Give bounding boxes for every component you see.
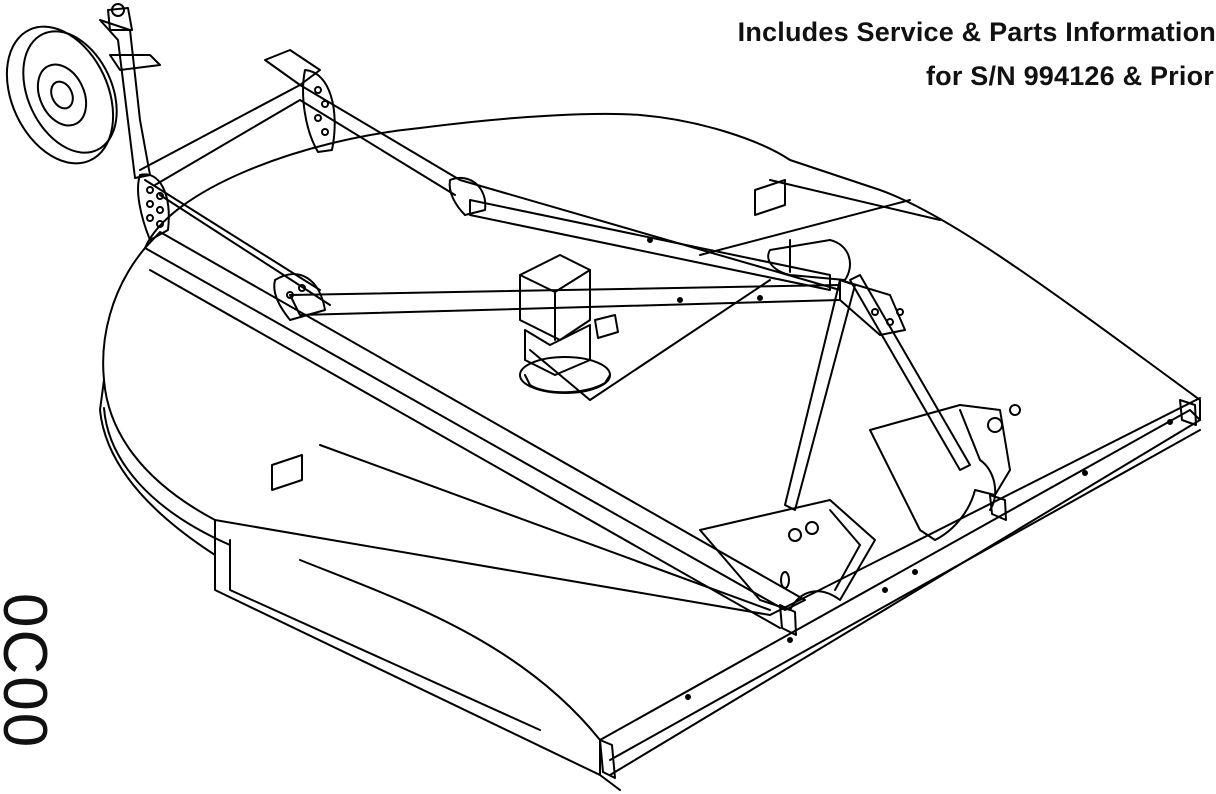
hitch-plate-right [869, 404, 1011, 541]
gearbox [519, 254, 619, 394]
left-bracket [137, 173, 170, 241]
frame-front-rail [144, 231, 806, 611]
a-frame-left-leg [784, 279, 856, 511]
deck-round-top [144, 112, 1201, 421]
header-line-1: Includes Service & Parts Information [737, 17, 1216, 47]
deck-front-panel [214, 397, 1201, 616]
a-frame-right-leg [849, 274, 971, 471]
header-line-2: for S/N 994126 & Prior [925, 61, 1214, 91]
caster-wheel [5, 3, 161, 179]
deck-side-rail [599, 409, 1201, 776]
deck-skirt [99, 379, 216, 581]
rear-bracket [302, 69, 336, 153]
frame-diagonal [469, 199, 831, 291]
mid-plate [273, 273, 326, 321]
deck-rear-edge [102, 247, 216, 521]
